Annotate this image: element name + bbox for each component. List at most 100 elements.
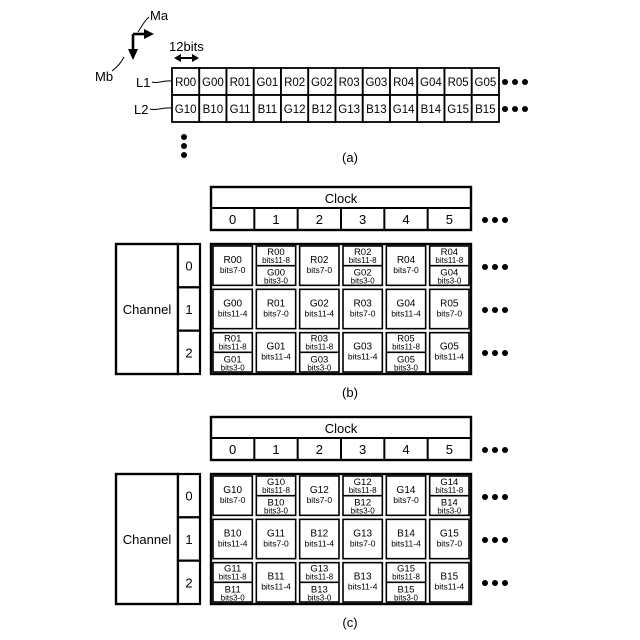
clock-number: 5: [446, 442, 453, 457]
bit-range-label: bits7-0: [220, 495, 246, 505]
bit-range-label: bits11-4: [305, 538, 335, 548]
ma-label: Ma: [150, 8, 169, 23]
bit-range-label: bits7-0: [307, 265, 333, 275]
transfer-cell: G00bits11-4: [213, 289, 252, 328]
memory-word-label: B12: [312, 104, 332, 116]
clock-number: 3: [359, 212, 366, 227]
transfer-cell: R01bits7-0: [256, 289, 295, 328]
transfer-cell: G15bits11-8B15bits3-0: [386, 563, 425, 603]
memory-word-cell: G13: [336, 95, 363, 122]
transfer-cell: G13bits11-8B13bits3-0: [300, 563, 339, 603]
memory-word-cell: B11: [254, 95, 281, 122]
memory-word-label: B10: [203, 104, 223, 116]
memory-word-cell: R01: [227, 68, 254, 95]
mb-label: Mb: [95, 69, 113, 84]
clock-continuation-dots: [482, 217, 508, 223]
memory-word-cell: B13: [363, 95, 390, 122]
width-label: 12bits: [169, 39, 204, 54]
memory-word-cell: G03: [363, 68, 390, 95]
transfer-cell: B10bits11-4: [213, 519, 252, 558]
transfer-cell: R04bits7-0: [386, 246, 425, 285]
clock-number-cell: 0: [229, 442, 236, 457]
memory-word-label: G10: [175, 104, 197, 116]
channel-number: 2: [185, 575, 192, 590]
memory-word-cell: G01: [254, 68, 281, 95]
bit-range-label: bits11-8: [262, 486, 290, 495]
channel-number: 1: [185, 532, 192, 547]
clock-number: 4: [402, 442, 409, 457]
transfer-cell: R01bits11-8G01bits3-0: [213, 333, 252, 373]
figure-b: Clock 012345 Channel 012 R00bits7-0R00bi…: [116, 187, 508, 400]
transfer-cell: G04bits11-4: [386, 289, 425, 328]
bit-range-label: bits7-0: [393, 495, 419, 505]
bit-range-label: bits3-0: [351, 507, 376, 516]
bit-range-label: bits11-8: [435, 486, 463, 495]
transfer-cell: G12bits11-8B12bits3-0: [343, 476, 382, 516]
bit-range-label: bits11-8: [392, 343, 420, 352]
memory-word-label: G12: [284, 104, 306, 116]
memory-word-cell: B15: [472, 95, 499, 122]
memory-word-label: R01: [230, 77, 251, 89]
bit-range-label: bits3-0: [221, 363, 246, 372]
memory-word-cell: B10: [199, 95, 226, 122]
arrow-ma-head: [144, 29, 154, 39]
channel-number: 2: [185, 345, 192, 360]
transfer-cell: G01bits11-4: [256, 333, 295, 372]
clock-number: 2: [316, 212, 323, 227]
memory-word-label: G01: [257, 77, 279, 89]
width-dimension-arrow: [174, 54, 199, 62]
transfer-cell: G05bits11-4: [430, 333, 469, 372]
direction-arrows: [112, 17, 154, 71]
line2-label: L2: [134, 102, 148, 117]
clock-number: 5: [446, 212, 453, 227]
bit-range-label: bits7-0: [307, 495, 333, 505]
line2-leader: [150, 108, 172, 110]
transfer-cell: B12bits11-4: [300, 519, 339, 558]
row-continuation-dots: [502, 79, 528, 112]
transfer-cell: R02bits11-8G02bits3-0: [343, 246, 382, 286]
bit-range-label: bits11-4: [348, 352, 378, 362]
memory-word-label: G15: [447, 104, 469, 116]
transfer-cell: B13bits11-4: [343, 563, 382, 602]
memory-word-label: G04: [420, 77, 442, 89]
channel-number-cell: 1: [178, 287, 200, 330]
transfer-cell: G12bits7-0: [300, 476, 339, 515]
channel-number-cell: 0: [178, 244, 200, 287]
clock-title: Clock: [325, 421, 358, 436]
bit-range-label: bits11-8: [262, 256, 290, 265]
channel-title: Channel: [123, 532, 172, 547]
channel-number: 1: [185, 302, 192, 317]
bit-range-label: bits11-8: [349, 486, 377, 495]
transfer-cell: R03bits7-0: [343, 289, 382, 328]
channel-number-column: 012: [178, 474, 200, 604]
memory-word-cell: G10: [172, 95, 199, 122]
channel-continuation-dots: [482, 264, 508, 356]
bit-range-label: bits7-0: [350, 538, 376, 548]
transfer-cell: R04bits11-8G04bits3-0: [430, 246, 469, 286]
memory-word-cell: G15: [445, 95, 472, 122]
bit-range-label: bits7-0: [437, 308, 463, 318]
bit-range-label: bits11-4: [391, 538, 421, 548]
figure-a: Ma Mb 12bits L1 L2 R00G00R01G01R02G02R03…: [95, 8, 528, 165]
bit-range-label: bits7-0: [437, 538, 463, 548]
transfer-cell: G11bits11-8B11bits3-0: [213, 563, 252, 603]
bit-range-label: bits3-0: [264, 277, 289, 286]
transfer-cell: R00bits11-8G00bits3-0: [256, 246, 295, 286]
memory-word-cell: R04: [390, 68, 417, 95]
channel-title: Channel: [123, 302, 172, 317]
memory-line-2: G10B10G11B11G12B12G13B13G14B14G15B15: [172, 95, 499, 122]
memory-word-label: G00: [202, 77, 224, 89]
memory-word-cell: G04: [417, 68, 444, 95]
memory-word-label: B14: [421, 104, 442, 116]
line1-leader: [152, 81, 172, 83]
bit-range-label: bits3-0: [307, 363, 332, 372]
memory-word-cell: G12: [281, 95, 308, 122]
memory-line-1: R00G00R01G01R02G02R03G03R04G04R05G05: [172, 68, 499, 95]
bit-range-label: bits11-4: [348, 582, 378, 592]
bit-range-label: bits3-0: [394, 363, 419, 372]
bit-range-label: bits11-4: [435, 352, 465, 362]
bit-range-label: bits3-0: [351, 277, 376, 286]
channel-number-cell: 2: [178, 331, 200, 374]
memory-word-label: R05: [448, 77, 469, 89]
